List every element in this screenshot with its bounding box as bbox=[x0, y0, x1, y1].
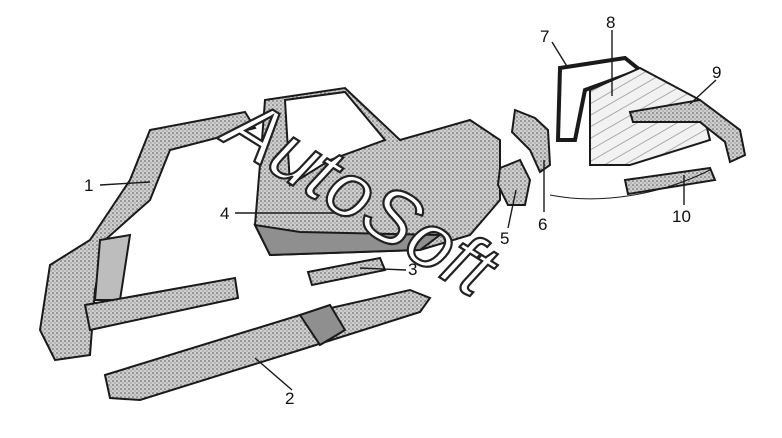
callout-labels: 1 2 3 4 5 6 7 8 9 10 bbox=[84, 13, 721, 408]
callout-9: 9 bbox=[712, 63, 721, 82]
callout-2: 2 bbox=[285, 389, 294, 408]
part-6-pillar-bracket bbox=[510, 108, 552, 174]
part-2-rocker-panel bbox=[83, 276, 432, 402]
callout-4: 4 bbox=[220, 204, 229, 223]
part-10-lower-moulding bbox=[623, 166, 717, 196]
callout-1: 1 bbox=[84, 176, 93, 195]
callout-3: 3 bbox=[408, 260, 417, 279]
assembly-guide-line bbox=[549, 169, 711, 200]
part-5-bracket bbox=[496, 158, 532, 206]
leader-lines bbox=[99, 30, 717, 391]
callout-7: 7 bbox=[540, 27, 549, 46]
part-9-glass-moulding bbox=[628, 98, 747, 164]
part-7-window-seal bbox=[555, 55, 645, 142]
part-3-trim-strip bbox=[306, 256, 387, 287]
callout-8: 8 bbox=[606, 13, 615, 32]
callout-5: 5 bbox=[500, 229, 509, 248]
callout-10: 10 bbox=[672, 207, 691, 226]
callout-6: 6 bbox=[538, 215, 547, 234]
